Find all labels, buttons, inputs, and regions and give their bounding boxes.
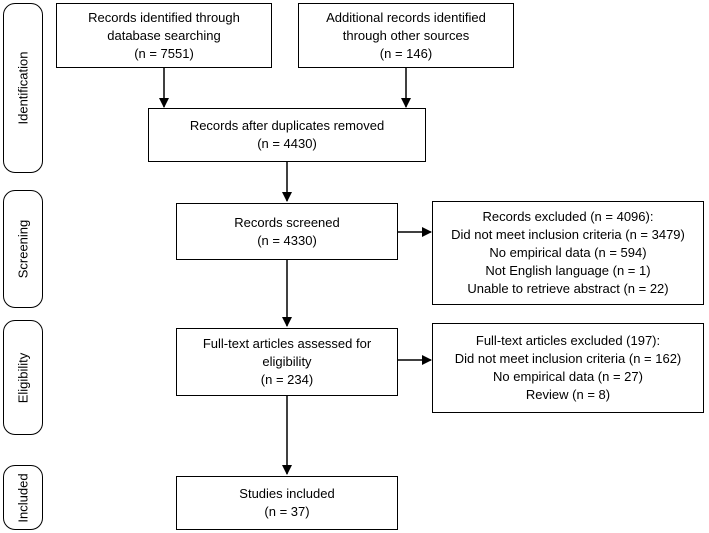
box-database-records: Records identified through database sear… xyxy=(56,3,272,68)
box-line: through other sources xyxy=(342,27,470,43)
box-line: Records identified through xyxy=(88,9,240,25)
box-line: (n = 234) xyxy=(260,372,314,387)
box-line: (n = 146) xyxy=(379,45,433,61)
box-line: Records excluded (n = 4096): xyxy=(482,209,654,224)
stage-identification: Identification xyxy=(3,3,43,173)
stage-screening: Screening xyxy=(3,190,43,308)
box-line: Additional records identified xyxy=(326,9,486,25)
box-records-excluded: Records excluded (n = 4096): Did not mee… xyxy=(432,201,704,305)
box-fulltext-excluded: Full-text articles excluded (197): Did n… xyxy=(432,323,704,413)
box-studies-included: Studies included (n = 37) xyxy=(176,476,398,530)
stage-included: Included xyxy=(3,465,43,530)
box-line: (n = 37) xyxy=(264,504,310,519)
box-line: eligibility xyxy=(262,354,312,369)
box-line: Not English language (n = 1) xyxy=(485,263,651,278)
box-line: database searching xyxy=(107,27,221,43)
box-line: (n = 4430) xyxy=(257,136,317,151)
box-line: (n = 7551) xyxy=(134,45,194,61)
box-line: Full-text articles excluded (197): xyxy=(475,333,661,348)
box-line: Studies included xyxy=(239,486,335,501)
box-line: Full-text articles assessed for xyxy=(202,336,372,351)
box-line: Unable to retrieve abstract (n = 22) xyxy=(467,281,669,296)
box-line: No empirical data (n = 594) xyxy=(489,245,647,260)
box-duplicates-removed: Records after duplicates removed (n = 44… xyxy=(148,108,426,162)
box-records-screened: Records screened (n = 4330) xyxy=(176,203,398,260)
stage-eligibility: Eligibility xyxy=(3,320,43,435)
box-line: (n = 4330) xyxy=(257,232,317,248)
box-other-records: Additional records identified through ot… xyxy=(298,3,514,68)
box-fulltext-assessed: Full-text articles assessed for eligibil… xyxy=(176,328,398,396)
box-line: Review (n = 8) xyxy=(525,387,611,402)
box-line: Records after duplicates removed xyxy=(189,118,385,133)
box-line: Records screened xyxy=(234,214,340,230)
box-line: No empirical data (n = 27) xyxy=(493,369,643,384)
box-line: Did not meet inclusion criteria (n = 162… xyxy=(454,351,682,366)
box-line: Did not meet inclusion criteria (n = 347… xyxy=(451,227,685,242)
